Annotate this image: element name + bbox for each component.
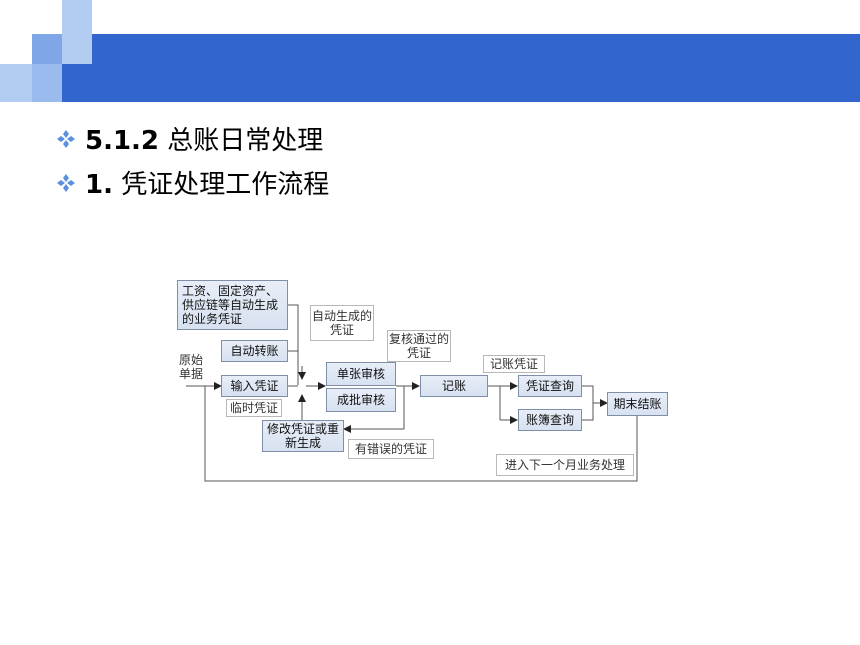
header-banner xyxy=(62,34,860,102)
subsection-title: 凭证处理工作流程 xyxy=(121,170,330,200)
original-docs-label: 原始单据 xyxy=(174,352,208,382)
section-title: 总账日常处理 xyxy=(167,126,324,156)
decor-square xyxy=(0,64,32,102)
post-node: 记账 xyxy=(420,375,488,397)
input-voucher-node: 输入凭证 xyxy=(221,375,288,397)
decor-square xyxy=(62,34,92,64)
auto-generated-label: 自动生成的凭证 xyxy=(310,305,374,341)
auto-source-vouchers-node: 工资、固定资产、供应链等自动生成的业务凭证 xyxy=(177,280,288,330)
diamond-bullet-icon xyxy=(57,173,75,192)
next-month-label: 进入下一个月业务处理 xyxy=(496,454,634,476)
section-number: 5.1.2 xyxy=(85,126,160,156)
modify-voucher-node: 修改凭证或重新生成 xyxy=(262,420,344,452)
subsection-number: 1. xyxy=(85,170,113,200)
posted-voucher-label: 记账凭证 xyxy=(483,355,545,373)
ledger-query-node: 账簿查询 xyxy=(518,409,582,431)
diamond-bullet-icon xyxy=(57,129,75,148)
auto-transfer-node: 自动转账 xyxy=(221,340,288,362)
voucher-query-node: 凭证查询 xyxy=(518,375,582,397)
temp-voucher-label: 临时凭证 xyxy=(226,399,282,417)
decor-square xyxy=(62,0,92,34)
period-close-node: 期末结账 xyxy=(607,392,668,416)
decor-square xyxy=(32,64,62,102)
reviewed-label: 复核通过的凭证 xyxy=(387,330,451,362)
bullet-item: 5.1.2 总账日常处理 xyxy=(55,120,323,157)
batch-review-node: 成批审核 xyxy=(326,388,396,412)
single-review-node: 单张审核 xyxy=(326,362,396,386)
decor-square xyxy=(32,34,62,64)
bullet-item: 1. 凭证处理工作流程 xyxy=(55,164,329,201)
error-voucher-label: 有错误的凭证 xyxy=(348,439,434,459)
